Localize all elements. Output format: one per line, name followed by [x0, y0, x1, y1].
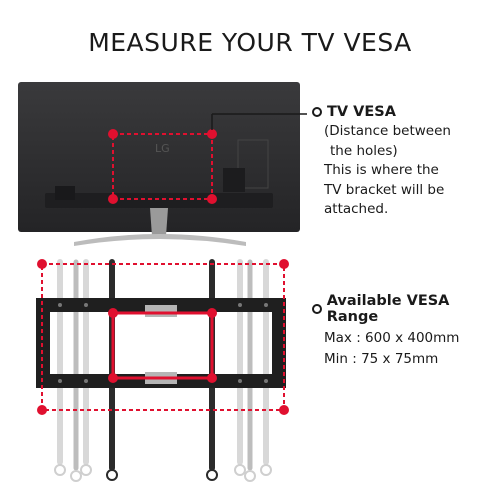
bracket-image [36, 259, 286, 482]
tv-vesa-callout: TV VESA (Distance between the holes) Thi… [312, 104, 497, 220]
tv-vesa-marks [108, 113, 307, 204]
vesa-range-heading: Available VESA Range [326, 293, 450, 325]
vesa-range-max: Max : 600 x 400mm [324, 330, 460, 346]
tv-vesa-line: TV bracket will be [324, 181, 445, 198]
tv-vesa-line: (Distance between [324, 123, 451, 139]
bracket-vesa-marks [37, 259, 289, 415]
page-title: MEASURE YOUR TV VESA [88, 28, 412, 57]
bullet-icon [312, 304, 322, 314]
tv-vesa-line: This is where the [324, 162, 439, 178]
tv-vesa-line: attached. [324, 201, 389, 217]
tv-vesa-line: the holes) [330, 142, 398, 159]
tv-back-image: LG [18, 82, 300, 246]
vesa-range-callout: Available VESA Range Max : 600 x 400mm M… [312, 293, 497, 370]
vesa-range-min: Min : 75 x 75mm [324, 351, 439, 367]
bullet-icon [312, 107, 322, 117]
tv-vesa-heading: TV VESA [327, 104, 396, 120]
tv-brand-logo: LG [155, 142, 170, 155]
